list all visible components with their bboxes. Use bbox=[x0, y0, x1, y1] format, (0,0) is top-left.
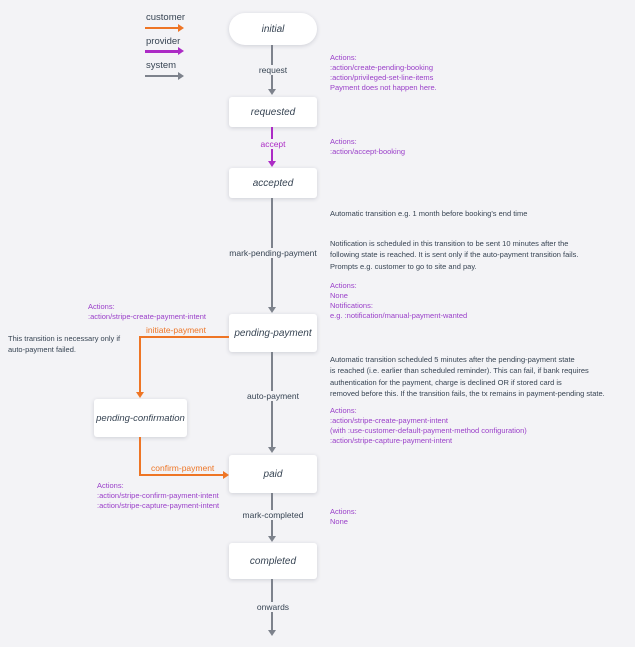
confirm-payment-arrow-horizontal bbox=[139, 474, 223, 476]
legend-provider-arrowhead-icon bbox=[178, 47, 184, 55]
state-requested: requested bbox=[229, 97, 317, 127]
state-accepted: accepted bbox=[229, 168, 317, 198]
transition-confirm-payment-label: confirm-payment bbox=[151, 463, 215, 473]
legend-provider-label: provider bbox=[146, 36, 181, 47]
mark-pending-payment-note-2: Notification is scheduled in this transi… bbox=[330, 239, 579, 271]
legend-system-arrowhead-icon bbox=[178, 72, 184, 80]
transition-accept-label: accept bbox=[257, 139, 289, 149]
transition-mark-pending-payment-label: mark-pending-payment bbox=[226, 248, 320, 258]
transition-mark-completed-label: mark-completed bbox=[239, 510, 307, 520]
transition-auto-payment-label: auto-payment bbox=[244, 391, 302, 401]
confirm-payment-actions-text: Actions: :action/stripe-confirm-payment-… bbox=[97, 481, 220, 511]
initiate-payment-note: This transition is necessary only if aut… bbox=[8, 334, 121, 355]
transition-initiate-payment-label: initiate-payment bbox=[146, 325, 207, 335]
mark-completed-actions-text: Actions: None bbox=[330, 507, 357, 527]
mark-pending-payment-actions-text: Actions: None Notifications: e.g. :notif… bbox=[330, 281, 468, 321]
initiate-payment-arrowhead-icon bbox=[136, 392, 144, 398]
auto-payment-note: Automatic transition scheduled 5 minutes… bbox=[330, 355, 605, 398]
initiate-payment-arrow-vertical bbox=[139, 336, 141, 392]
accept-arrowhead-icon bbox=[268, 161, 276, 167]
request-arrowhead-icon bbox=[268, 89, 276, 95]
accept-actions-text: Actions: :action/accept-booking bbox=[330, 137, 406, 157]
mark-pending-payment-arrowhead-icon bbox=[268, 307, 276, 313]
auto-payment-actions-text: Actions: :action/stripe-create-payment-i… bbox=[330, 406, 527, 446]
legend-customer-arrow bbox=[145, 27, 178, 29]
initiate-payment-actions-text: Actions: :action/stripe-create-payment-i… bbox=[88, 302, 206, 322]
confirm-payment-arrowhead-icon bbox=[223, 471, 229, 479]
legend-customer-label: customer bbox=[146, 12, 186, 23]
mark-completed-arrowhead-icon bbox=[268, 536, 276, 542]
state-initial: initial bbox=[229, 13, 317, 45]
initiate-payment-arrow-horizontal bbox=[139, 336, 229, 338]
legend-system-label: system bbox=[146, 60, 177, 71]
state-pending-payment: pending-payment bbox=[229, 314, 317, 352]
transition-onwards-label: onwards bbox=[253, 602, 293, 612]
transition-request-label: request bbox=[255, 65, 291, 75]
legend-system-arrow bbox=[145, 75, 178, 77]
mark-pending-payment-note-1: Automatic transition e.g. 1 month before… bbox=[330, 209, 528, 218]
legend-customer-arrowhead-icon bbox=[178, 24, 184, 32]
request-actions-text: Actions: :action/create-pending-booking … bbox=[330, 53, 437, 93]
onwards-arrowhead-icon bbox=[268, 630, 276, 636]
state-pending-confirmation: pending-confirmation bbox=[94, 399, 187, 437]
confirm-payment-arrow-vertical bbox=[139, 437, 141, 476]
auto-payment-arrowhead-icon bbox=[268, 447, 276, 453]
state-paid: paid bbox=[229, 455, 317, 493]
state-completed: completed bbox=[229, 543, 317, 579]
legend-provider-arrow bbox=[145, 50, 178, 53]
